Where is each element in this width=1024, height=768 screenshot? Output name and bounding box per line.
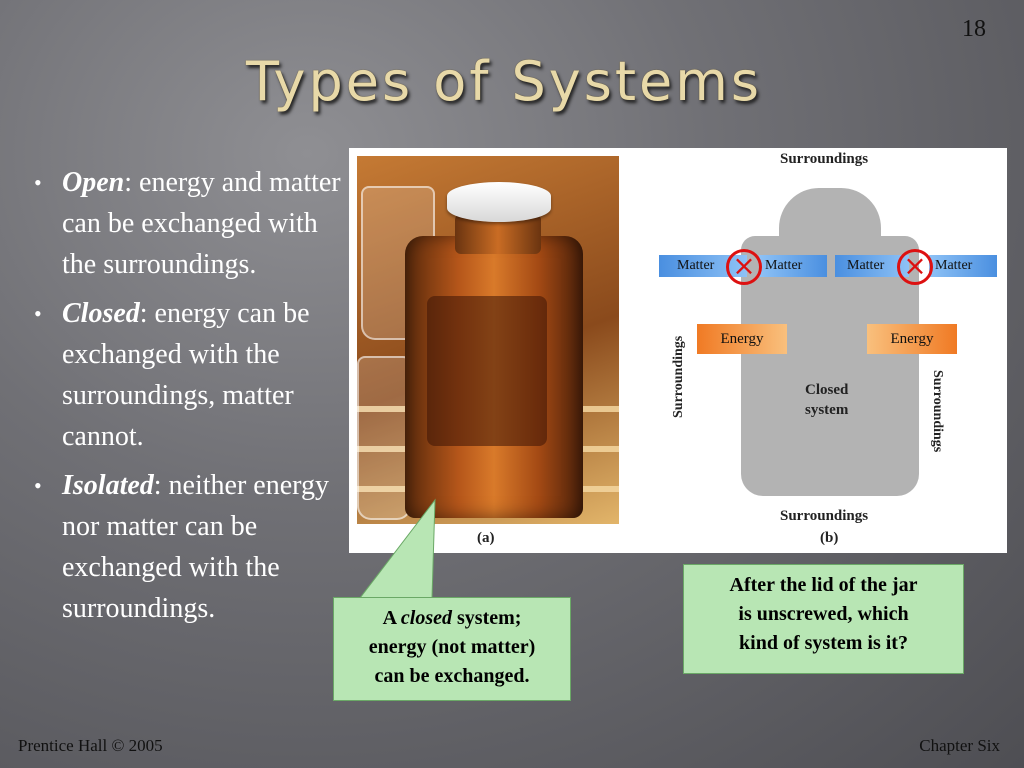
system-label-line1: Closed [805,382,849,398]
tea-image [427,296,547,446]
energy-arrow-in-left: Energy [697,324,787,354]
slide-number: 18 [962,16,986,42]
surroundings-left-label: Surroundings [671,335,686,418]
jar-lid-image [447,182,551,222]
bullet-dot-icon: • [34,301,42,326]
callout-left-line3: can be exchanged. [374,665,530,687]
slide-title: Types of Systems [0,50,1024,113]
callout-left-line1: A closed system; [334,604,570,633]
jar-photo [357,156,619,524]
matter-arrow-left-out: Matter [759,255,827,277]
callout-closed-system: A closed system; energy (not matter) can… [333,597,571,701]
blocked-x-icon: × [897,249,933,285]
surroundings-right-label: Surroundings [930,370,945,453]
system-label-line2: system [805,402,849,418]
blocked-x-icon: × [726,249,762,285]
bullet-dot-icon: • [34,170,42,195]
bullet-isolated: • Isolated: neither energy nor matter ca… [34,465,344,629]
figure-label-a: (a) [477,530,495,546]
callout-left-prefix: A [382,607,401,629]
definition-closed: : energy can be exchanged with the surro… [62,298,310,452]
callout-pointer [360,498,436,599]
footer-chapter: Chapter Six [919,736,1000,755]
bullet-closed: • Closed: energy can be exchanged with t… [34,293,344,457]
callout-right-line2: is unscrewed, which [738,603,909,625]
matter-arrow-right-in: Matter [929,255,997,277]
bullet-dot-icon: • [34,473,42,498]
bullet-open: • Open: energy and matter can be exchang… [34,162,344,285]
definition-open: : energy and matter can be exchanged wit… [62,167,341,280]
definition-isolated: : neither energy nor matter can be excha… [62,470,329,624]
bullet-list: • Open: energy and matter can be exchang… [34,162,344,637]
callout-left-rest: system; [452,607,522,629]
glass-image [357,356,411,520]
callout-right-line1: After the lid of the jar [729,574,918,596]
surroundings-top-label: Surroundings [780,151,869,167]
figure-panel: (a) Surroundings Matter Matter Matter Ma… [349,148,1007,553]
energy-arrow-in-right: Energy [867,324,957,354]
term-isolated: Isolated [62,470,154,501]
callout-question: After the lid of the jar is unscrewed, w… [683,564,964,674]
slide-title-text: Types of Systems [245,50,763,113]
callout-right-line3: kind of system is it? [739,632,908,654]
term-open: Open [62,167,125,198]
callout-left-line2: energy (not matter) [368,636,536,658]
matter-arrow-right-out: Matter [835,255,909,277]
footer-copyright: Prentice Hall © 2005 [18,736,163,755]
closed-system-diagram: Surroundings Matter Matter Matter Matter… [649,148,1007,553]
system-container-body [741,236,919,496]
surroundings-bottom-label: Surroundings [780,508,869,524]
matter-arrow-left-in: Matter [659,255,747,277]
callout-left-italic: closed [400,607,452,629]
term-closed: Closed [62,298,140,329]
figure-label-b: (b) [820,530,839,546]
